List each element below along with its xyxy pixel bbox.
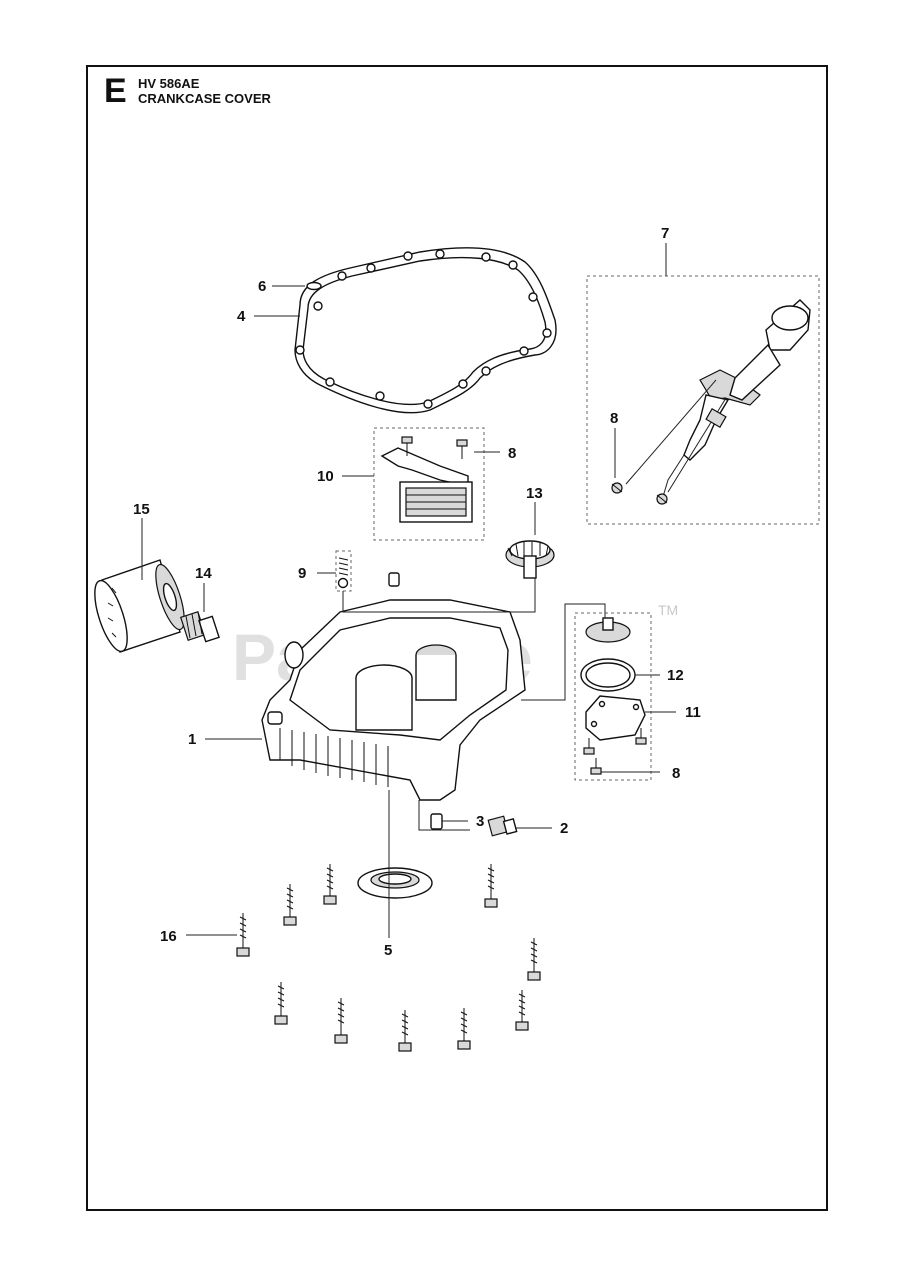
oil-seal-part[interactable] [357, 867, 433, 899]
watermark-trademark: TM [658, 602, 678, 618]
pump-screw-bottom[interactable] [590, 758, 602, 775]
pump-cover-plate-part[interactable] [585, 695, 646, 741]
pump-screw-left[interactable] [583, 738, 595, 755]
screen-screw-left[interactable] [401, 436, 413, 456]
callout-8-screen: 8 [508, 445, 516, 462]
model-code: HV 586AE [138, 76, 200, 91]
oil-screen-group-box [373, 427, 485, 541]
oil-pump-group-box [574, 612, 652, 781]
bolt[interactable] [323, 864, 337, 905]
callout-1: 1 [188, 731, 196, 748]
bolt[interactable] [527, 938, 541, 981]
oil-filter-part[interactable] [88, 559, 190, 655]
screen-screw-right[interactable] [456, 439, 468, 459]
bolt[interactable] [334, 998, 348, 1044]
bolt[interactable] [515, 990, 529, 1031]
bolt[interactable] [236, 913, 250, 957]
callout-6: 6 [258, 278, 266, 295]
callout-16: 16 [160, 928, 177, 945]
bolt[interactable] [283, 884, 297, 926]
pump-screw-right[interactable] [635, 728, 647, 745]
assembly-title: CRANKCASE COVER [138, 91, 271, 106]
governor-gear-part[interactable] [505, 540, 555, 579]
diagram-frame [86, 65, 828, 1211]
callout-11: 11 [685, 704, 701, 721]
dowel-pin-top[interactable] [388, 572, 400, 587]
callout-3: 3 [476, 813, 484, 830]
callout-12: 12 [667, 667, 684, 684]
dipstick-tube-part[interactable] [625, 299, 811, 501]
o-ring-inner [585, 662, 631, 688]
callout-14: 14 [195, 565, 212, 582]
callout-2: 2 [560, 820, 568, 837]
section-letter: E [104, 72, 127, 110]
small-o-ring-part[interactable] [306, 281, 322, 291]
callout-8-cover: 8 [672, 765, 680, 782]
bolt[interactable] [457, 1008, 471, 1050]
callout-9: 9 [298, 565, 306, 582]
callout-4: 4 [237, 308, 246, 325]
oil-pump-rotor[interactable] [585, 617, 631, 643]
gasket-part[interactable] [294, 247, 557, 414]
dipstick-screw-left[interactable] [611, 482, 623, 494]
bolts-group[interactable] [236, 864, 541, 1052]
callout-10: 10 [317, 468, 334, 485]
dipstick-screw-right[interactable] [656, 493, 668, 505]
relief-valve-part[interactable] [337, 557, 349, 589]
dowel-pin-part[interactable] [430, 813, 443, 830]
filter-nipple-part[interactable] [179, 611, 220, 643]
callout-13: 13 [526, 485, 543, 502]
bolt[interactable] [398, 1010, 412, 1052]
bolt[interactable] [274, 982, 288, 1025]
bolt[interactable] [484, 864, 498, 908]
leader-lines [141, 243, 676, 938]
callout-7: 7 [661, 225, 669, 242]
callout-5: 5 [384, 942, 392, 959]
callout-8-dipstick: 8 [610, 410, 618, 427]
dipstick-group-box [586, 275, 820, 525]
crankcase-cover-part[interactable] [261, 599, 526, 801]
callout-15: 15 [133, 501, 150, 518]
oil-screen-part[interactable] [380, 447, 473, 523]
fitting-part[interactable] [487, 815, 518, 837]
